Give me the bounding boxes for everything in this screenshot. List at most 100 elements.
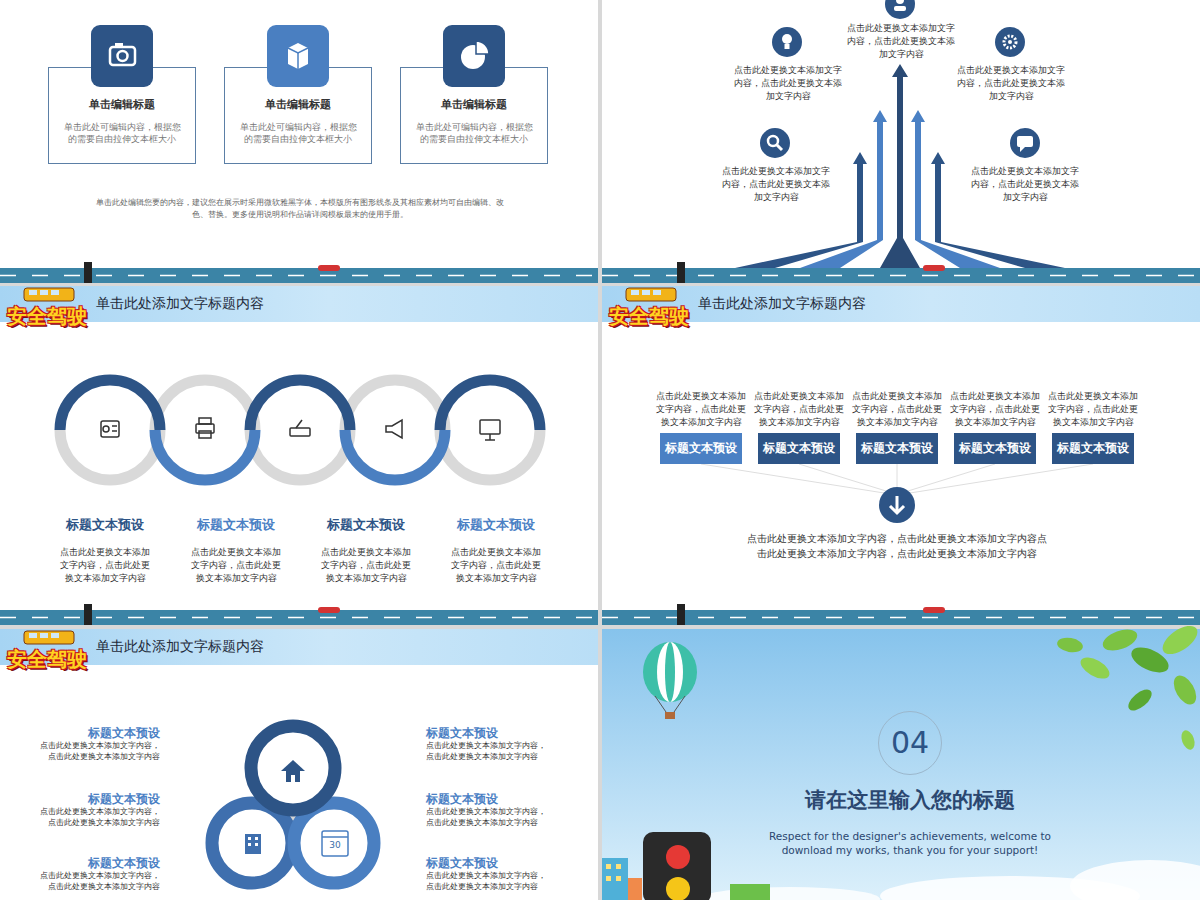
arrow-caption: 点击此处更换文本添加文字内容，点击此处更换文本添加文字内容 [846,22,956,61]
arrow-icons [1004,36,1016,48]
camera-icon [91,25,153,87]
slide-panels [0,629,598,900]
ring-icons [112,430,117,432]
ring-chain [60,380,160,430]
road [923,607,945,613]
camera-icon [91,25,153,87]
item-title: 标题文本预设 [40,725,160,742]
camera-icon [110,47,135,65]
arrow-icons [1017,136,1033,147]
road [84,604,92,625]
item-body: 点击此处更换文本添加文字内容，点击此处更换文本添加文字内容 [426,871,546,892]
converging-lines [701,464,884,493]
logo-bus [40,290,48,295]
title-box: 标题文本预设 [1052,433,1134,464]
logo-bus [29,633,37,638]
pie-icon [476,41,489,54]
down-arrow-badge [879,487,915,523]
ring-icons [296,420,302,428]
ring-chain [155,430,255,480]
road [602,610,1200,625]
arrow-icons [885,0,915,19]
logo-bus [24,288,676,644]
ring-icons [290,428,310,436]
card-body: 单击此处可编辑内容，根据您的需要自由拉伸文本框大小 [413,121,535,146]
arrow-icons [768,136,778,146]
converging-lines [908,464,995,491]
node-title: 单击此处添加文字标题内容 [96,638,264,656]
ring-icons [489,434,491,440]
road [677,262,685,283]
node-title: 04 [891,728,929,758]
ring-icons [199,418,211,424]
venn-rings [212,726,374,883]
venn-rings [294,803,374,883]
converging-lines [897,464,898,487]
road [602,617,1200,619]
section-subtitle: Respect for the designer's achievements,… [745,829,1075,857]
header-band: 单击此处添加文字标题内容 [0,286,598,322]
venn-icons [281,760,305,771]
node-title: 标题文本预设 [763,440,835,457]
node-title: 单击编辑标题 [237,98,359,112]
venn-icons [291,775,295,782]
down-arrow-badge [890,496,904,513]
ring-icons [480,420,500,434]
box-icon [267,25,329,87]
venn-icons [322,831,348,856]
sky-scene [602,858,628,900]
node-title: 单击编辑标题 [61,98,183,112]
node-title: 单击此处添加文字标题内容 [698,295,866,313]
title-box: 标题文本预设 [856,433,938,464]
box-icon [288,43,308,69]
ring-icons [199,431,211,438]
sky-scene [1070,860,1200,900]
sky-scene [655,696,666,712]
arrow-caption: 点击此处更换文本添加文字内容，点击此处更换文本添加文字内容 [721,165,831,204]
ring-icons [386,420,402,438]
road [602,275,1200,277]
ring-chain [440,380,540,430]
slide-panels [0,286,598,625]
arrow-icons [785,44,790,49]
item-body: 点击此处更换文本添加文字内容，点击此处更换文本添加文字内容 [448,546,544,585]
section-number-circle: 04 [878,711,942,775]
ring-icons [101,418,500,440]
sky-scene [665,642,675,702]
sky-scene [643,832,711,900]
arrow-caption: 点击此处更换文本添加文字内容，点击此处更换文本添加文字内容 [970,165,1080,204]
camera-icon [118,51,128,61]
venn-icons [255,837,258,840]
logo-bus [642,290,650,295]
item-body: 点击此处更换文本添加文字内容，点击此处更换文本添加文字内容 [40,871,160,892]
venn-rings [212,803,292,883]
slide-panels [602,0,1200,283]
item-title: 标题文本预设 [40,791,160,808]
sky-scene [606,876,611,881]
venn-icons [322,836,348,838]
converging-lines [799,464,886,491]
arrow-icons [1020,147,1025,152]
item-body: 点击此处更换文本添加文字内容，点击此处更换文本添加文字内容 [318,546,414,585]
item-title: 标题文本预设 [426,855,546,872]
ring-chain [250,380,350,430]
venn-icons [255,843,258,846]
sky-scene [665,712,675,719]
node-title: 标题文本预设 [665,440,737,457]
ring-icons [103,426,109,432]
road [0,262,1200,625]
box-icon [288,48,308,53]
pie-icon [461,45,485,69]
arrow-icons [1008,40,1012,44]
arrow-caption: 点击此处更换文本添加文字内容，点击此处更换文本添加文字内容 [733,64,843,103]
logo-text: 安全驾驶 [4,304,90,328]
item-body: 点击此处更换文本添加文字内容，点击此处更换文本添加文字内容 [426,741,546,762]
calendar-number: 30 [325,840,345,851]
arrow-icons [995,27,1025,57]
sky-scene [1125,686,1155,715]
ring-icons [485,439,495,441]
feature-card: 单击编辑标题单击此处可编辑内容，根据您的需要自由拉伸文本框大小 [224,67,372,164]
title-box: 标题文本预设 [954,433,1036,464]
sky-scene [616,864,621,869]
